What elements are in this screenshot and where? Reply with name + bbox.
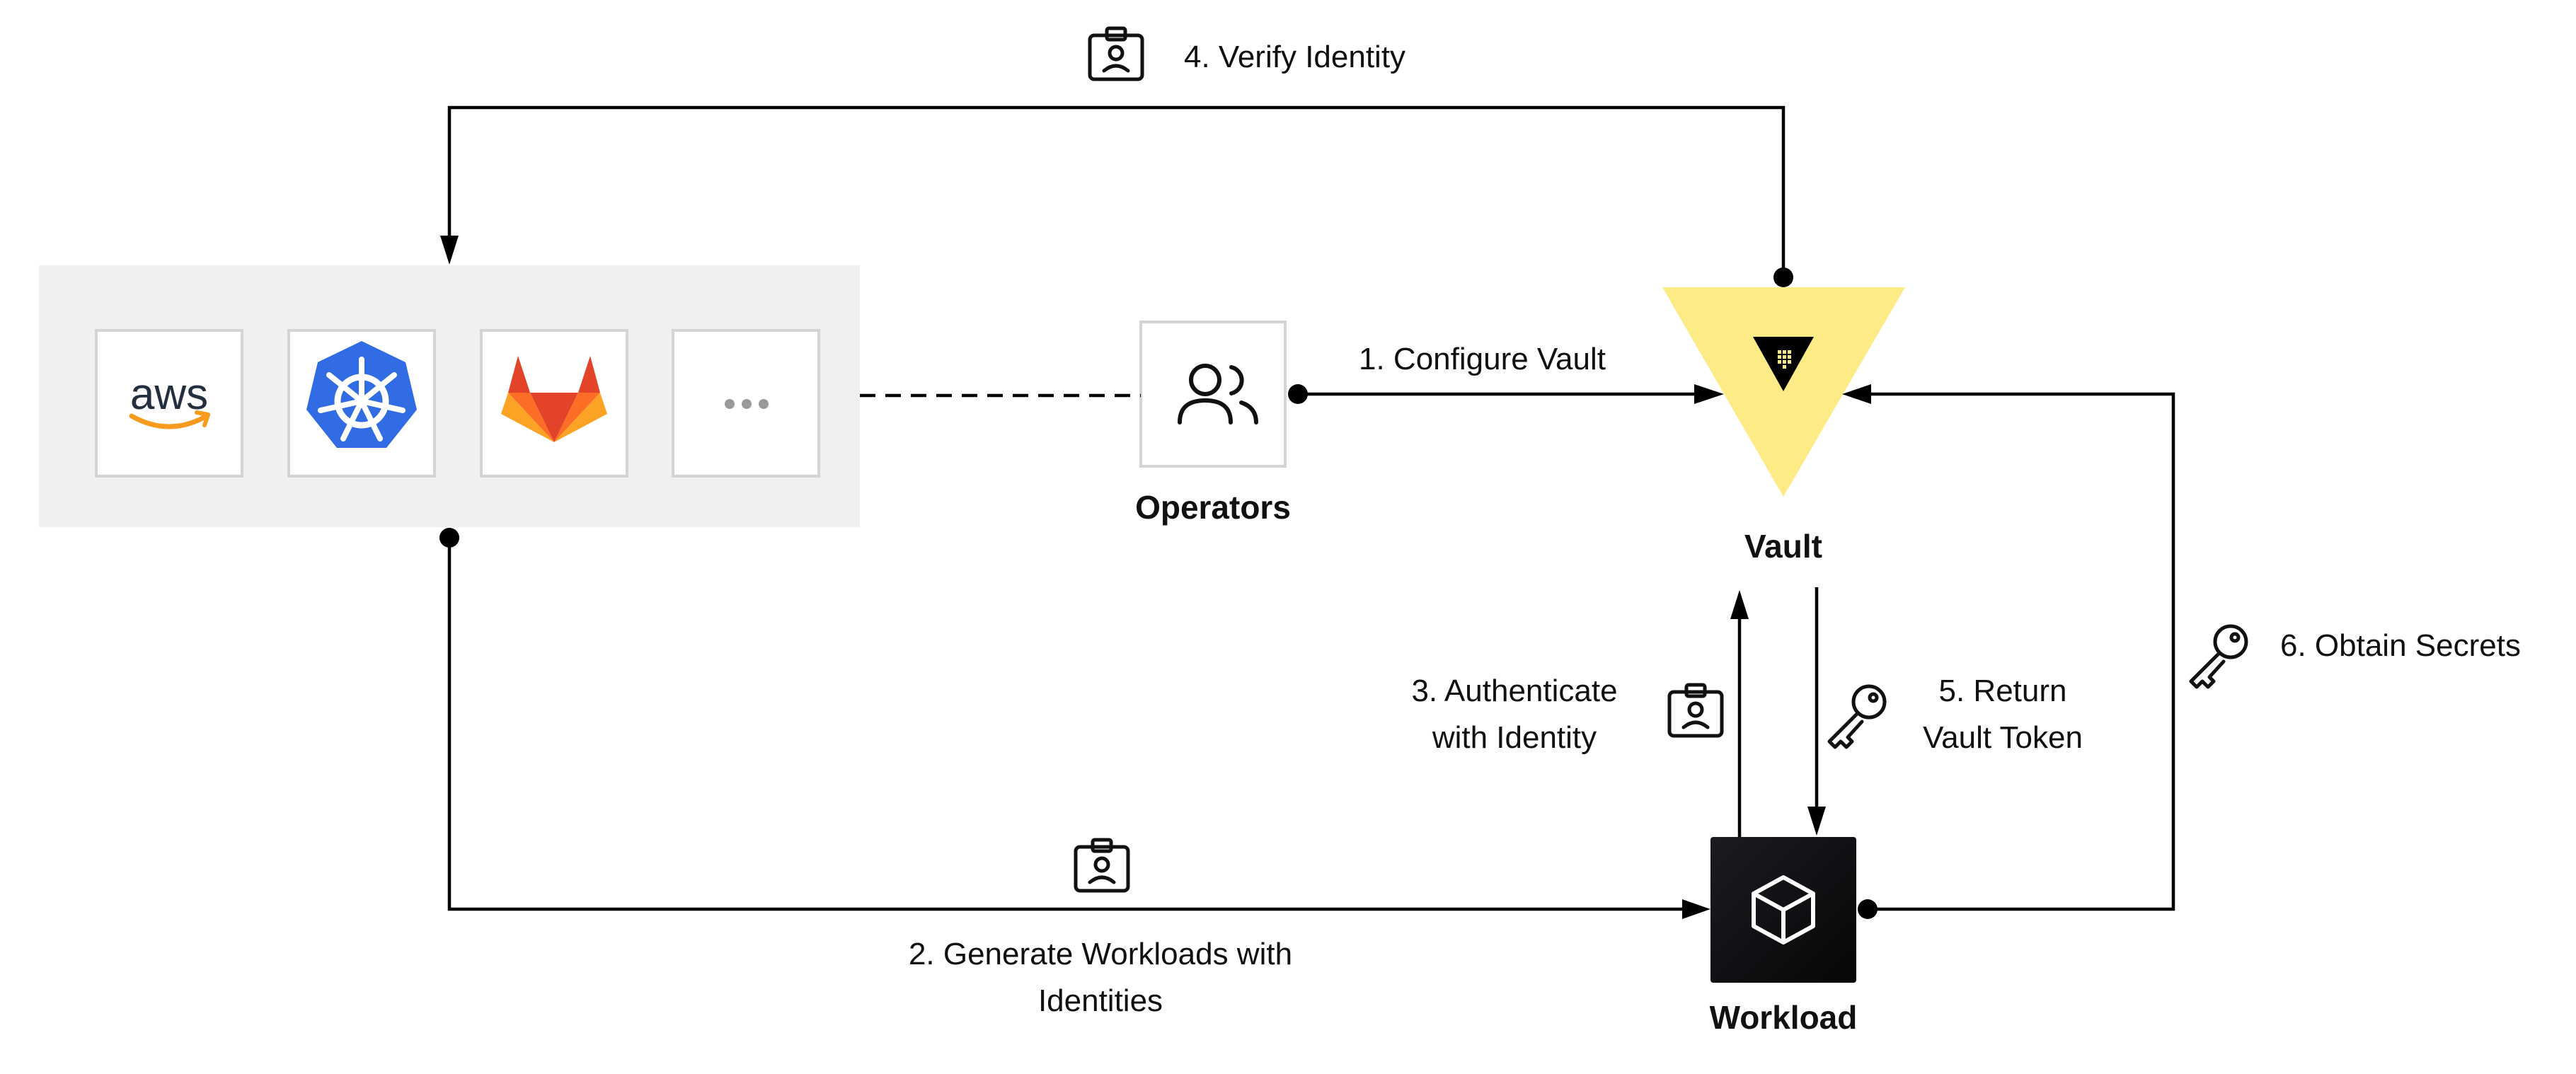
step-return-line-2: Vault Token xyxy=(1923,720,2083,755)
arrowhead-right-workload xyxy=(1682,899,1710,919)
kubernetes-tile[interactable] xyxy=(287,329,436,478)
aws-logo-text: aws xyxy=(130,370,208,419)
workload-label: Workload xyxy=(1709,999,1858,1036)
step-return-token-label: 5. Return Vault Token xyxy=(1897,668,2109,761)
step-obtain-secrets-label: 6. Obtain Secrets xyxy=(2280,628,2521,663)
id-badge-icon xyxy=(1074,838,1130,893)
dot-platform-bottom xyxy=(439,528,459,548)
arrowhead-right-vault-configure xyxy=(1694,384,1724,404)
arrowhead-down-platform xyxy=(440,236,459,265)
dot-vault-top xyxy=(1773,267,1793,287)
step-generate-workloads-label: 2. Generate Workloads with Identities xyxy=(842,931,1359,1024)
step-authenticate-line-2: with Identity xyxy=(1432,720,1597,755)
vault-logo-icon xyxy=(1753,337,1814,391)
arrowhead-up-vault xyxy=(1730,590,1749,619)
connectors xyxy=(447,105,2175,911)
ellipsis-icon xyxy=(725,399,769,409)
workload-node[interactable] xyxy=(1710,837,1856,983)
generate-workloads-line xyxy=(447,538,1686,911)
id-badge-icon xyxy=(1667,683,1724,738)
more-platforms-tile[interactable] xyxy=(672,329,820,478)
cube-icon xyxy=(1752,875,1815,945)
key-icon xyxy=(2189,624,2248,689)
operators-node[interactable] xyxy=(1139,321,1287,468)
key-icon xyxy=(1827,684,1887,749)
step-authenticate-line-1: 3. Authenticate xyxy=(1411,674,1618,708)
step-return-line-1: 5. Return xyxy=(1938,674,2067,708)
aws-logo-icon: aws xyxy=(129,370,210,429)
id-badge-icon xyxy=(1088,26,1144,81)
step-generate-line-1: 2. Generate Workloads with xyxy=(908,937,1293,971)
step-generate-line-2: Identities xyxy=(1037,983,1163,1018)
arrowhead-down-workload xyxy=(1807,807,1826,836)
gitlab-tile[interactable] xyxy=(480,329,628,478)
operators-label: Operators xyxy=(1135,489,1291,526)
kubernetes-logo-icon xyxy=(306,341,417,448)
step-authenticate-label: 3. Authenticate with Identity xyxy=(1373,668,1656,761)
step-verify-identity-label: 4. Verify Identity xyxy=(1184,40,1406,74)
arrowhead-left-vault xyxy=(1842,384,1871,404)
aws-tile[interactable]: aws xyxy=(95,329,243,478)
gitlab-logo-icon xyxy=(501,356,607,442)
vault-label: Vault xyxy=(1744,528,1822,565)
vault-node[interactable] xyxy=(1662,287,1905,497)
step-configure-vault-label: 1. Configure Vault xyxy=(1359,342,1606,376)
dot-workload-right xyxy=(1858,899,1878,919)
dot-operators xyxy=(1288,384,1308,404)
verify-identity-line xyxy=(447,105,1786,277)
users-icon xyxy=(1178,364,1258,425)
obtain-secrets-line xyxy=(1868,392,2175,911)
arrowheads xyxy=(439,236,1878,919)
